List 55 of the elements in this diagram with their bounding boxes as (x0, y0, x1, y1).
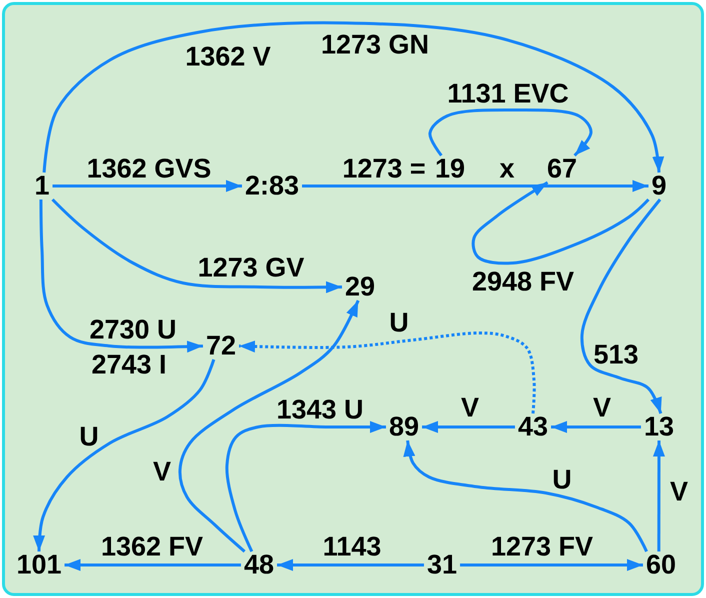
edge-label: U (389, 310, 409, 336)
node-label: 60 (642, 552, 680, 578)
edge-label: 1131 EVC (447, 80, 569, 108)
arrow (64, 559, 241, 571)
node-label: 67 (544, 156, 580, 182)
edge-label: 1343 U (276, 396, 364, 424)
edge-label: 1273 = (342, 156, 426, 182)
arrow (33, 359, 216, 552)
dotted-arrow (238, 332, 536, 414)
edge-label: 1273 FV (490, 534, 594, 560)
arrow (178, 300, 360, 553)
edge-label: U (552, 466, 572, 494)
arrow (51, 198, 342, 294)
edge-label: 513 (593, 342, 639, 368)
edge-label: 1362 GVS (86, 156, 212, 182)
arrow (39, 200, 204, 353)
edge-label: 2730 U (89, 316, 177, 344)
multiplication-sign: x (499, 156, 515, 182)
node-label: 19 (432, 156, 468, 182)
node-label: 72 (202, 332, 240, 360)
arrow (42, 21, 664, 173)
node-label: 13 (640, 414, 678, 440)
edge-label: 1362 FV (100, 534, 204, 560)
arrow (422, 421, 515, 433)
arrow (52, 180, 242, 192)
edge-label: 1362 V (185, 44, 271, 70)
edge-label: V (670, 478, 688, 506)
note-text: 2743 I (91, 352, 167, 378)
arrow (277, 559, 424, 571)
edge-label: 1143 (322, 534, 382, 560)
arrow (652, 440, 665, 552)
node-label: 1 (31, 172, 53, 200)
node-label: 89 (386, 414, 422, 440)
arrow (403, 440, 648, 552)
edge-label: U (79, 424, 99, 450)
arrow (428, 108, 592, 157)
node-label: 9 (648, 172, 670, 200)
edge-label: V (153, 458, 171, 486)
arrow (460, 559, 643, 571)
edge-label: 1273 GV (198, 254, 304, 282)
node-label: 2:83 (242, 172, 302, 200)
arrow (551, 421, 641, 433)
edge-label: V (593, 394, 611, 422)
arrow (580, 198, 662, 414)
arrow (225, 421, 386, 552)
arrow (302, 180, 648, 192)
node-label: 29 (342, 274, 378, 300)
node-label: 101 (13, 552, 65, 578)
node-label: 48 (240, 552, 278, 578)
edge-label: V (461, 394, 479, 422)
edge-label: 2948 FV (472, 268, 574, 296)
note-text: 1273 GN (320, 32, 430, 58)
arrow (472, 181, 650, 265)
node-label: 31 (424, 552, 460, 578)
node-label: 43 (514, 414, 552, 440)
